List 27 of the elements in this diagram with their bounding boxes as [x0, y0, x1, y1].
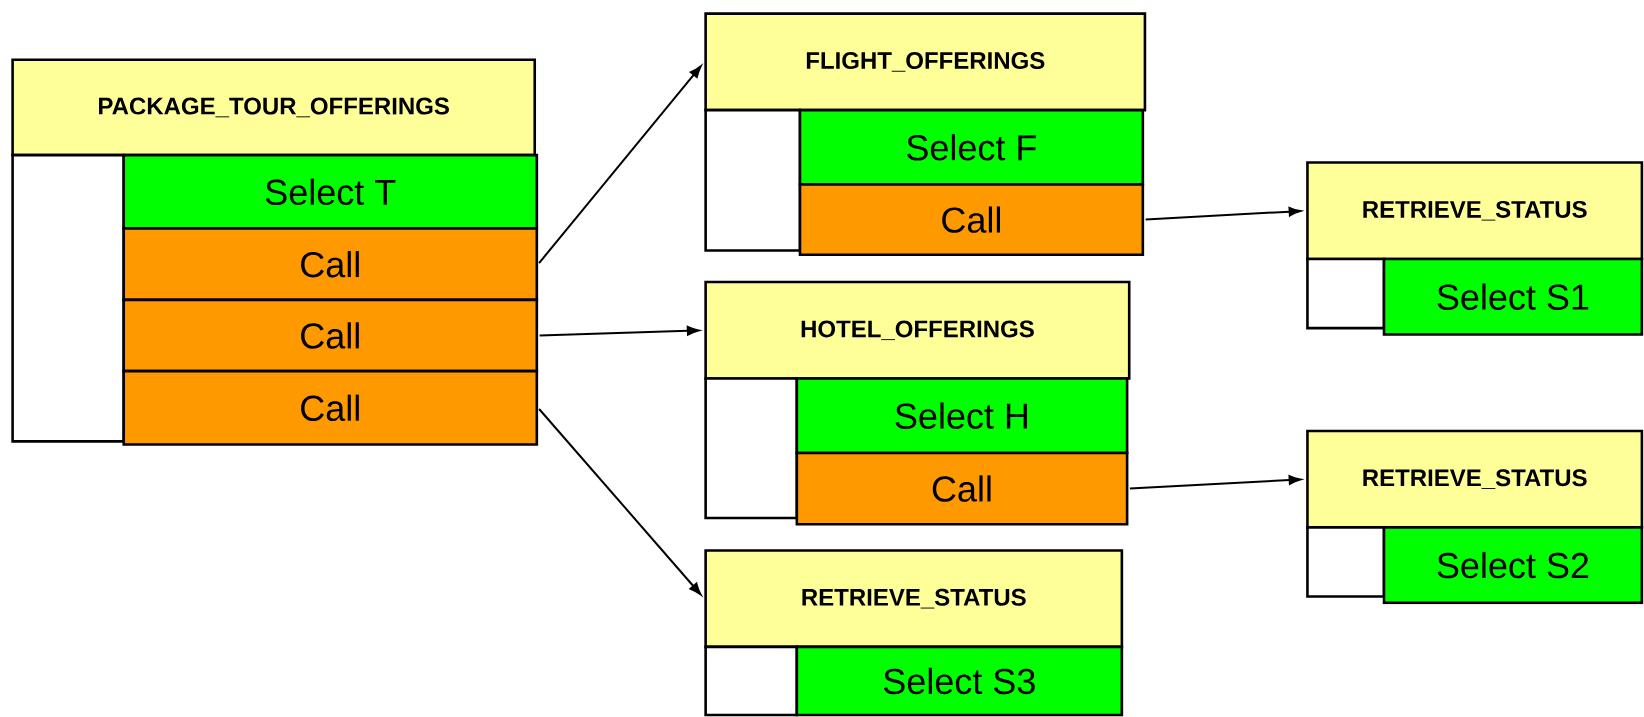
select-row: Select T [122, 153, 539, 230]
arrow [538, 407, 702, 596]
select-row: Select H [795, 377, 1129, 455]
select-row: Select S3 [795, 645, 1124, 717]
table-header: PACKAGE_TOUR_OFFERINGS [11, 58, 537, 157]
table-header: RETRIEVE_STATUS [1306, 161, 1644, 261]
arrow [538, 65, 702, 265]
blank-cell [1306, 257, 1386, 330]
select-row: Select S2 [1382, 526, 1644, 605]
table-header: RETRIEVE_STATUS [1306, 429, 1644, 529]
select-row: Select S1 [1382, 257, 1644, 336]
table-header: RETRIEVE_STATUS [704, 549, 1124, 649]
blank-cell [704, 377, 799, 520]
call-row: Call [795, 451, 1129, 526]
table-header: HOTEL_OFFERINGS [704, 280, 1131, 380]
call-row: Call [122, 227, 539, 302]
blank-cell [1306, 526, 1386, 598]
arrow [1128, 475, 1302, 490]
blank-cell [704, 645, 799, 717]
call-row: Call [122, 298, 539, 373]
arrow [538, 325, 700, 337]
call-row: Call [122, 369, 539, 446]
blank-cell [704, 108, 802, 252]
select-row: Select F [798, 108, 1145, 186]
arrow [1144, 206, 1302, 221]
table-header: FLIGHT_OFFERINGS [704, 12, 1147, 112]
call-row: Call [798, 183, 1145, 257]
